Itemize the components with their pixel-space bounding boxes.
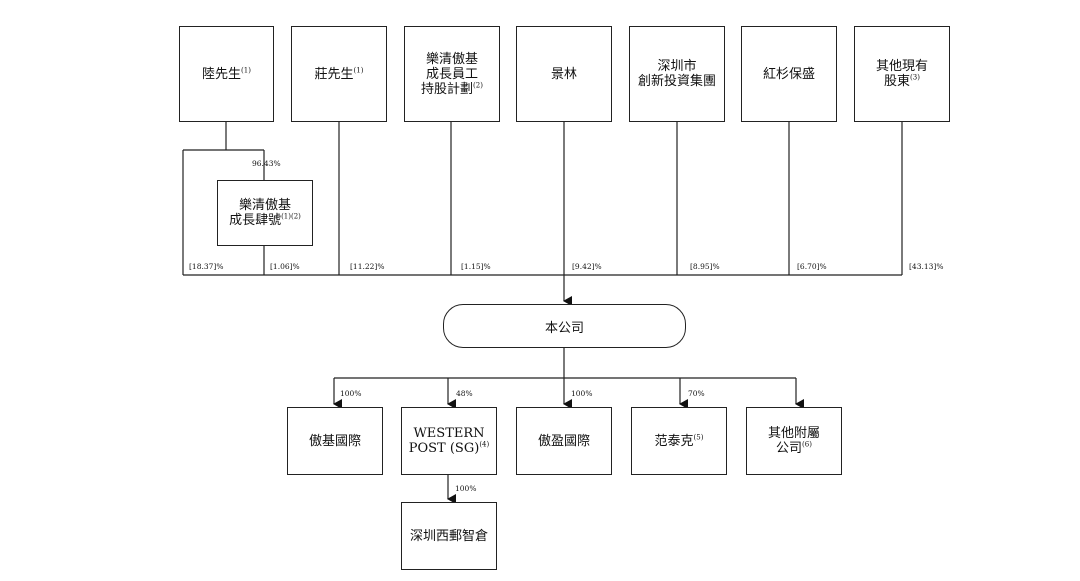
intermediate-ownership-label: 96.43% bbox=[252, 159, 281, 168]
subsidiary-pct-aoying: 100% bbox=[571, 389, 593, 398]
subsidiary-box-fantaike: 范泰克(5) bbox=[631, 407, 727, 475]
shareholding-pct-intermediate: [1.06]% bbox=[270, 262, 300, 271]
shareholder-box-lu: 陸先生(1) bbox=[179, 26, 274, 122]
shareholding-pct-others: [43.13]% bbox=[909, 262, 944, 271]
shareholder-box-zhuang: 莊先生(1) bbox=[291, 26, 387, 122]
company-node: 本公司 bbox=[443, 304, 686, 348]
shareholder-box-hongshan: 紅杉保盛 bbox=[741, 26, 837, 122]
shareholding-pct-hongshan: [6.70]% bbox=[797, 262, 827, 271]
subsidiary-box-aoji: 傲基國際 bbox=[287, 407, 383, 475]
sub-subsidiary-box: 深圳西郵智倉 bbox=[401, 502, 497, 570]
subsidiary-box-other-subsidiaries: 其他附屬 公司(6) bbox=[746, 407, 842, 475]
shareholder-box-shenzhen-capital: 深圳市 創新投資集團 bbox=[629, 26, 725, 122]
shareholding-pct-zhuang: [11.22]% bbox=[350, 262, 385, 271]
shareholder-box-esop: 樂清傲基 成長員工 持股計劃(2) bbox=[404, 26, 500, 122]
subsidiary-box-aoying: 傲盈國際 bbox=[516, 407, 612, 475]
subsidiary-pct-western: 48% bbox=[456, 389, 473, 398]
shareholding-pct-lu-direct: [18.37]% bbox=[189, 262, 224, 271]
shareholder-box-others: 其他現有 股東(3) bbox=[854, 26, 950, 122]
subsidiary-pct-fantaike: 70% bbox=[688, 389, 705, 398]
shareholding-pct-shenzhen: [8.95]% bbox=[690, 262, 720, 271]
subsidiary-box-western-post: WESTERN POST (SG)(4) bbox=[401, 407, 497, 475]
sub-subsidiary-pct: 100% bbox=[455, 484, 477, 493]
subsidiary-pct-aoji: 100% bbox=[340, 389, 362, 398]
intermediate-holding-box: 樂清傲基 成長肆號(1)(2) bbox=[217, 180, 313, 246]
shareholder-box-jinglin: 景林 bbox=[516, 26, 612, 122]
shareholding-pct-jinglin: [9.42]% bbox=[572, 262, 602, 271]
shareholding-pct-esop: [1.15]% bbox=[461, 262, 491, 271]
